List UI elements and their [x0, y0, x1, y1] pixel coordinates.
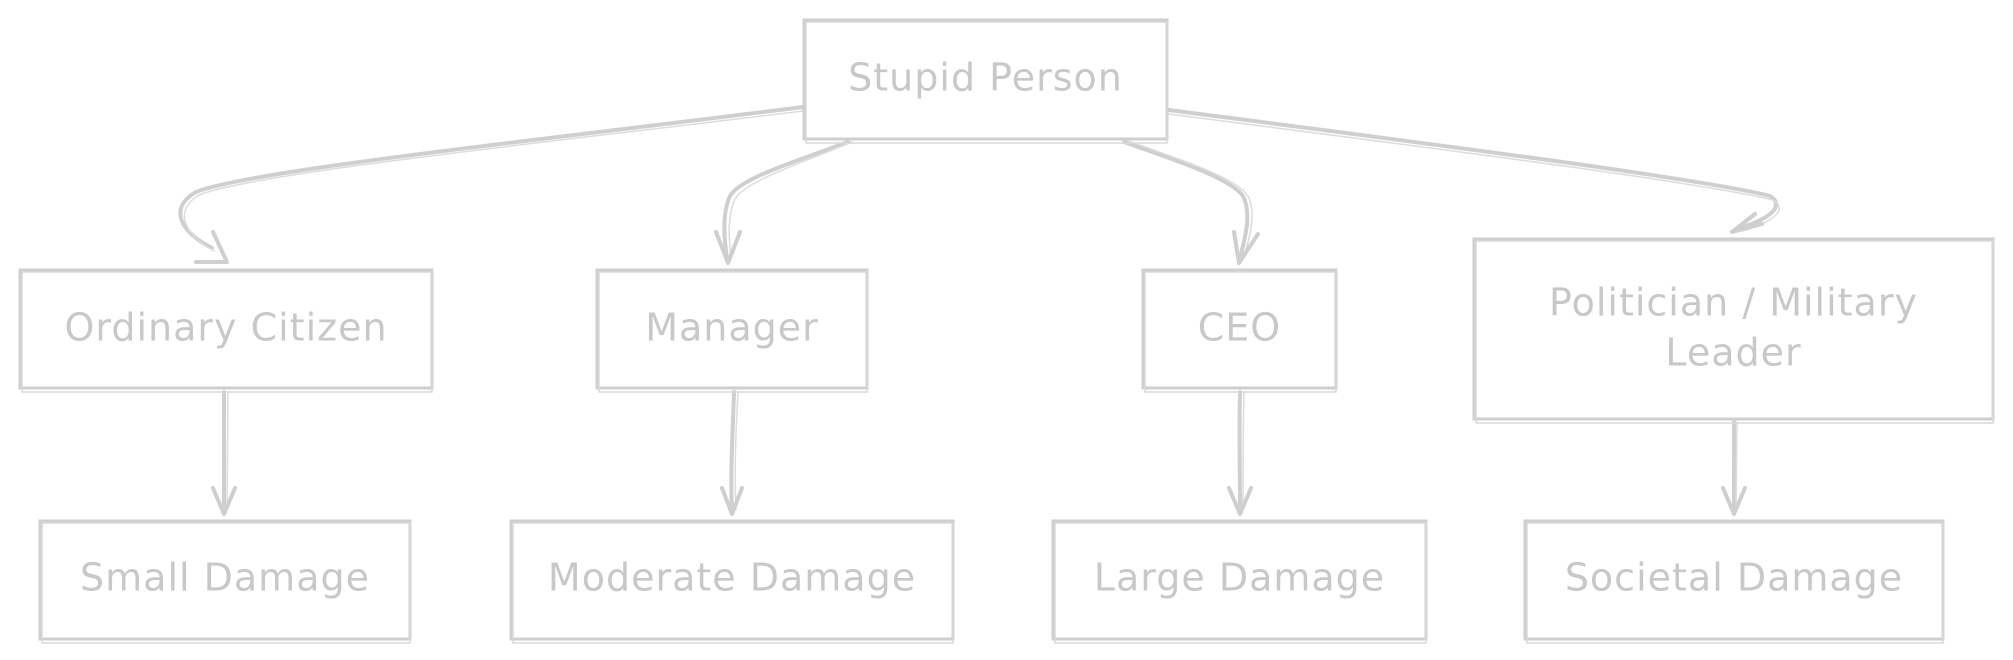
node-label: Societal Damage [1565, 556, 1903, 600]
node-label: Manager [645, 306, 819, 350]
arrowhead-icon [1232, 230, 1260, 265]
edge-ceo-to-large-damage [1227, 390, 1253, 516]
edge-politician-to-societal-damage [1721, 420, 1747, 516]
arrowhead-icon [720, 486, 744, 516]
node-label: Stupid Person [848, 56, 1123, 100]
node-large-damage[interactable]: Large Damage [1051, 519, 1428, 644]
node-label: Small Damage [80, 556, 370, 600]
node-label-line-1: Politician / Military [1549, 281, 1918, 325]
edge-ordinary-citizen-to-small-damage [211, 390, 237, 516]
arrowhead-icon [194, 230, 229, 264]
node-societal-damage[interactable]: Societal Damage [1523, 519, 1945, 644]
edges [178, 105, 1780, 516]
arrowhead-icon [1721, 486, 1747, 516]
arrowhead-icon [1730, 212, 1764, 234]
node-small-damage[interactable]: Small Damage [38, 519, 412, 644]
edge-stupid-person-to-politician [1167, 108, 1780, 234]
arrowhead-icon [714, 230, 742, 265]
edge-stupid-person-to-manager [714, 140, 853, 265]
node-ordinary-citizen[interactable]: Ordinary Citizen [18, 268, 434, 393]
nodes: Stupid Person Ordinary Citizen Manager C… [18, 18, 1995, 644]
arrowhead-icon [1227, 486, 1253, 516]
arrowhead-icon [211, 486, 237, 516]
node-label: Large Damage [1094, 556, 1385, 600]
node-label: Moderate Damage [548, 556, 916, 600]
edge-manager-to-moderate-damage [720, 390, 744, 516]
edge-stupid-person-to-ordinary-citizen [178, 105, 805, 264]
node-label: CEO [1198, 306, 1281, 350]
node-moderate-damage[interactable]: Moderate Damage [509, 519, 955, 644]
node-label: Ordinary Citizen [64, 306, 387, 350]
node-manager[interactable]: Manager [595, 268, 869, 393]
node-politician-military-leader[interactable]: Politician / Military Leader [1472, 237, 1995, 424]
node-stupid-person[interactable]: Stupid Person [802, 18, 1169, 144]
edge-stupid-person-to-ceo [1122, 140, 1260, 265]
node-ceo[interactable]: CEO [1141, 268, 1338, 393]
node-label-line-2: Leader [1665, 331, 1801, 375]
